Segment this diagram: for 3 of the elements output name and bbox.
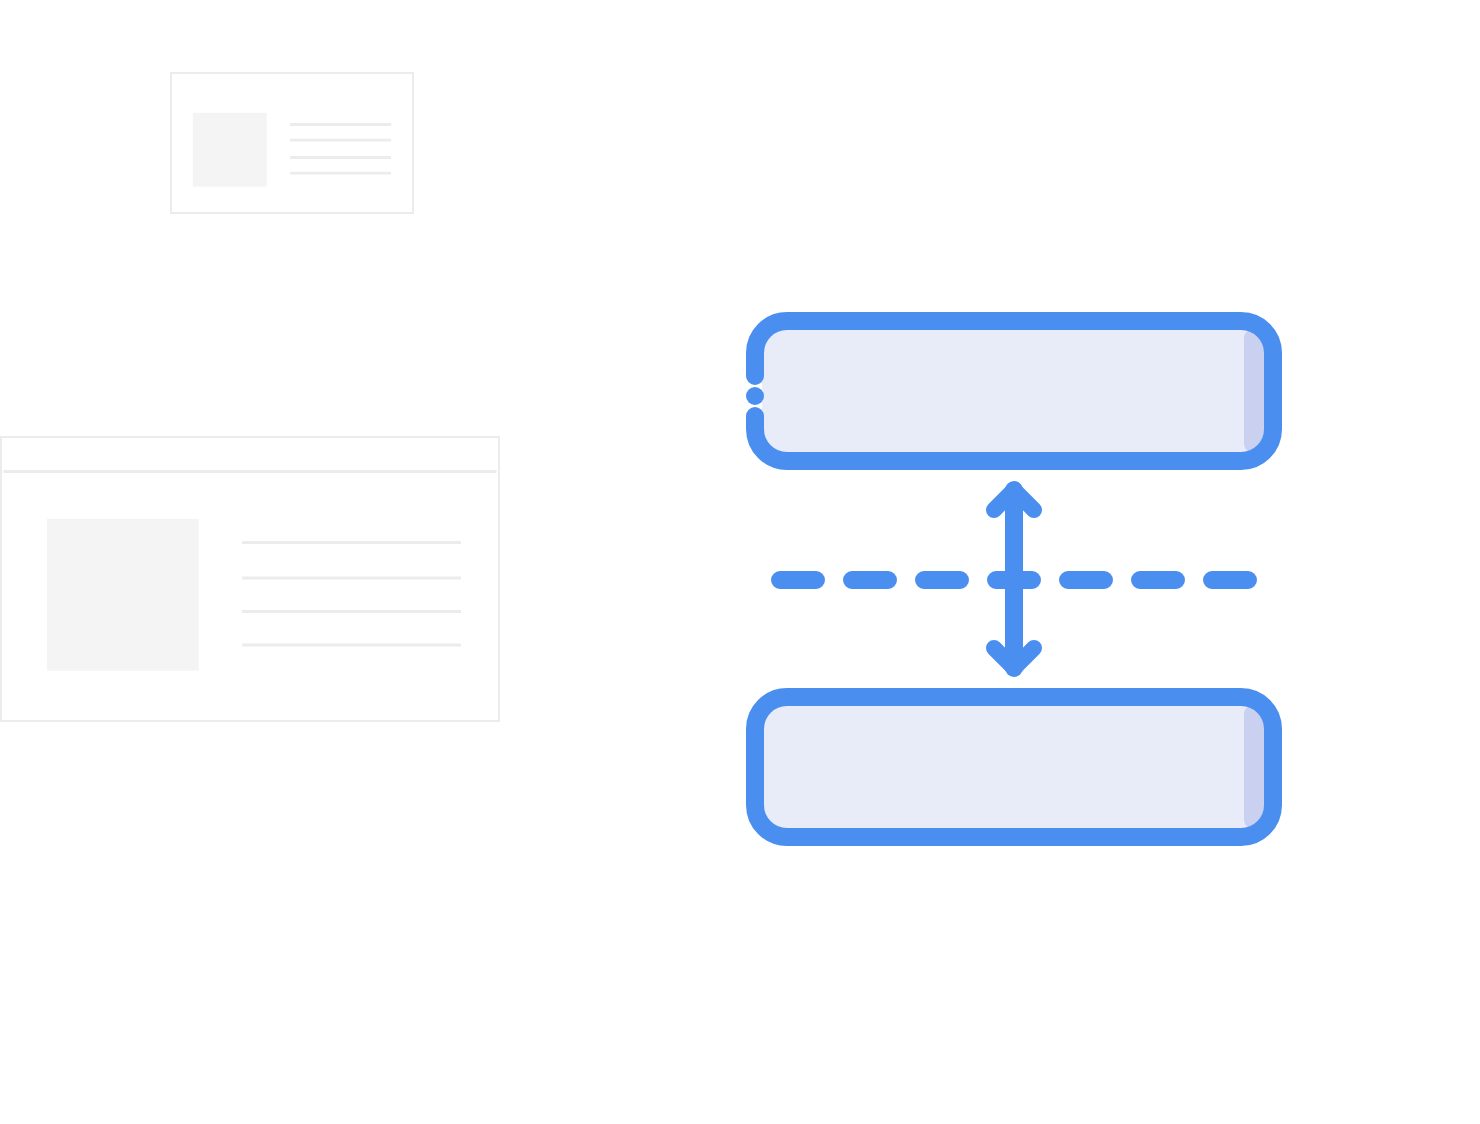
- double-arrow: [986, 481, 1042, 677]
- rounded-bar: [746, 312, 1282, 470]
- rounded-bar: [746, 688, 1282, 846]
